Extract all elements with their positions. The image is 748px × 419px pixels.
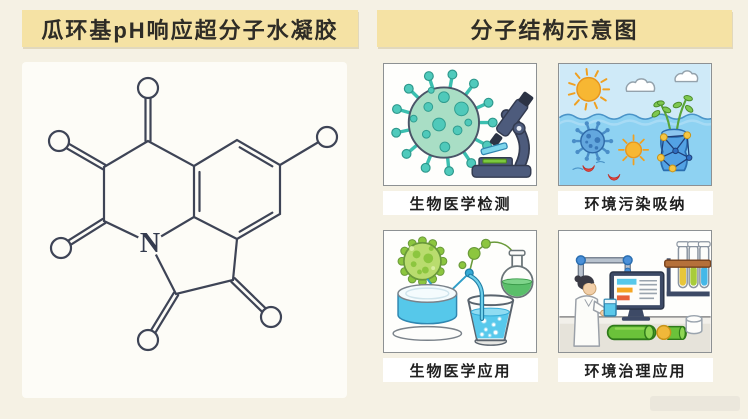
panel-biomedical-detection xyxy=(383,63,537,186)
panel4-illustration xyxy=(559,241,711,352)
left-title-banner: 瓜环基pH响应超分子水凝胶 xyxy=(22,10,358,47)
panel-caption-biomedical-detection: 生物医学检测 xyxy=(383,191,538,215)
white-cylinder-icon xyxy=(685,314,703,335)
caption-text: 环境污染吸纳 xyxy=(584,195,687,213)
right-title: 分子结构示意图 xyxy=(470,17,639,43)
right-title-banner: 分子结构示意图 xyxy=(377,10,732,47)
panel-caption-environment-treatment: 环境治理应用 xyxy=(558,358,713,382)
panel-environment-absorption xyxy=(558,63,712,186)
panel2-illustration xyxy=(559,64,711,185)
test-tube-rack-icon xyxy=(664,241,711,297)
panel-caption-biomedical-application: 生物医学应用 xyxy=(383,358,538,382)
aromatic-inner-bonds xyxy=(198,146,274,233)
panel-caption-environment-absorption: 环境污染吸纳 xyxy=(558,191,713,215)
underwater-sun-icon xyxy=(618,134,650,166)
molecule-structure-panel: N xyxy=(22,62,347,398)
monitor-icon xyxy=(609,271,665,321)
test-tube-icon xyxy=(676,241,711,289)
molecular-network xyxy=(660,134,690,169)
nitrogen-atom-label: N xyxy=(140,228,160,259)
slide-icon xyxy=(480,142,508,156)
red-pollutant-icon xyxy=(582,165,595,172)
microscope-icon xyxy=(471,91,534,178)
petri-dish-icon xyxy=(392,283,463,342)
yellow-ball-icon xyxy=(656,324,672,341)
green-virus-icon xyxy=(397,236,448,287)
molecule-structure-drawing: N xyxy=(47,76,339,352)
water-wave xyxy=(559,113,711,120)
oxygen-atoms xyxy=(47,76,339,352)
robotic-arm-icon xyxy=(575,255,633,288)
ripple-line xyxy=(572,160,605,170)
pollutant-virus-icon xyxy=(571,121,614,161)
flask-icon xyxy=(500,249,534,299)
panel1-illustration xyxy=(391,69,534,178)
caption-text: 环境治理应用 xyxy=(584,362,687,380)
panel-environment-treatment xyxy=(558,230,712,353)
cup-icon xyxy=(603,298,617,317)
panel3-illustration xyxy=(392,236,534,346)
sun-icon xyxy=(567,68,611,111)
caption-text: 生物医学检测 xyxy=(409,195,512,213)
cloud-icon xyxy=(674,70,699,83)
cloud-icon xyxy=(625,78,656,93)
nitrogen-label-mask xyxy=(137,230,163,256)
cucurbituril-container-icon xyxy=(656,128,693,173)
watermark-remnant xyxy=(650,396,740,411)
caption-text: 生物医学应用 xyxy=(409,362,512,380)
panel-biomedical-application xyxy=(383,230,537,353)
scientist-icon xyxy=(573,275,607,347)
virus-icon xyxy=(391,69,498,177)
beaker-icon xyxy=(467,273,515,346)
red-pollutant-icon xyxy=(607,174,621,181)
molecule-bonds xyxy=(102,135,329,296)
green-cylinder-icon xyxy=(606,324,657,341)
molecule-double-bonds xyxy=(56,90,274,343)
left-title: 瓜环基pH响应超分子水凝胶 xyxy=(41,17,339,43)
